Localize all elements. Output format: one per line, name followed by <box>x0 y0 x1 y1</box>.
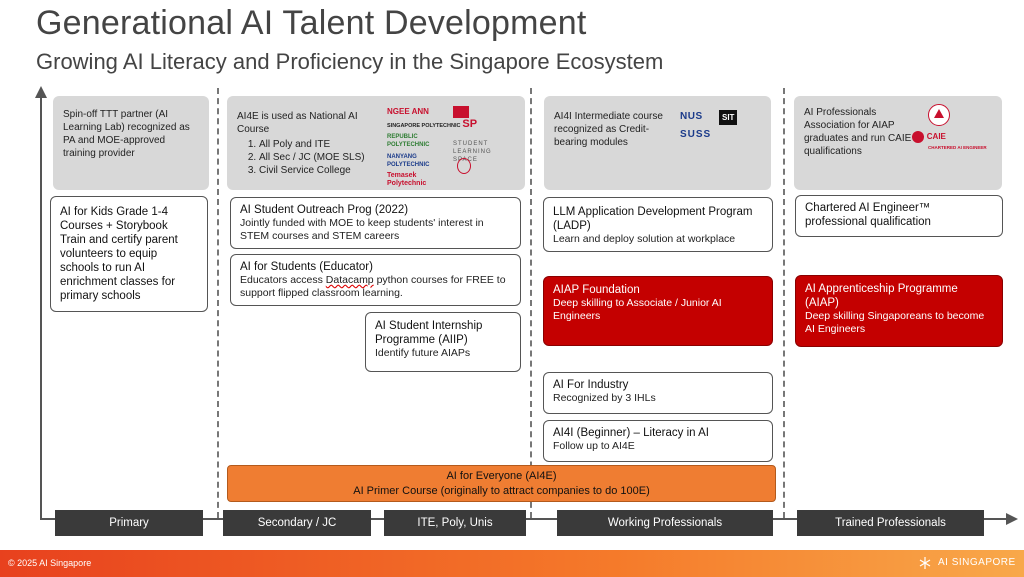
program-title: AI for Students (Educator) <box>240 261 373 273</box>
stage-secondary-jc: Secondary / JC <box>223 510 371 536</box>
program-title: AI Student Outreach Prog (2022) <box>240 204 409 216</box>
program-title: AI for Kids Grade 1-4 Courses + Storyboo… <box>60 206 169 232</box>
partner-text-trained: AI Professionals Association for AIAP gr… <box>804 107 912 157</box>
program-desc: Identify future AIAPs <box>375 347 471 359</box>
column-divider <box>217 88 219 518</box>
partner-panel-working: AI4I Intermediate course recognized as C… <box>544 96 771 190</box>
column-divider <box>530 88 532 518</box>
partner-text-primary: Spin-off TTT partner (AI Learning Lab) r… <box>63 109 190 159</box>
datacamp-link[interactable]: Datacamp <box>325 274 374 286</box>
program-ai-for-industry[interactable]: AI For Industry Recognized by 3 IHLs <box>543 372 773 414</box>
program-ai-for-everyone[interactable]: AI for Everyone (AI4E) AI Primer Course … <box>227 465 776 502</box>
footer-copyright: © 2025 AI Singapore <box>8 558 92 568</box>
program-aiap[interactable]: AI Apprenticeship Programme (AIAP) Deep … <box>795 275 1003 347</box>
ite-logo-icon <box>453 106 469 118</box>
program-desc: Jointly funded with MOE to keep students… <box>240 217 484 242</box>
republic-poly-logo: REPUBLIC POLYTECHNIC <box>387 134 430 148</box>
footer-bar <box>0 550 1024 577</box>
stage-primary: Primary <box>55 510 203 536</box>
aipa-logo-icon <box>928 104 950 126</box>
program-desc: Recognized by 3 IHLs <box>553 392 656 404</box>
suss-logo: SUSS <box>680 129 712 140</box>
program-ai-student-internship[interactable]: AI Student Internship Programme (AIIP) I… <box>365 312 521 372</box>
temasek-poly-logo: Temasek Polytechnic <box>387 172 427 187</box>
program-desc: Deep skilling to Associate / Junior AI E… <box>553 297 722 322</box>
program-aiap-foundation[interactable]: AIAP Foundation Deep skilling to Associa… <box>543 276 773 346</box>
sit-logo: SIT <box>719 110 738 125</box>
page-title: Generational AI Talent Development <box>36 4 587 42</box>
program-title: AI Student Internship Programme (AIIP) <box>375 320 483 346</box>
program-title: LLM Application Development Program (LAD… <box>553 206 753 232</box>
program-ai-student-outreach[interactable]: AI Student Outreach Prog (2022) Jointly … <box>230 197 521 249</box>
program-desc: Learn and deploy solution at workplace <box>553 233 736 245</box>
partner-panel-trained: AI Professionals Association for AIAP gr… <box>794 96 1002 190</box>
program-ladp[interactable]: LLM Application Development Program (LAD… <box>543 197 773 252</box>
program-chartered-ai-engineer[interactable]: Chartered AI Engineer™ professional qual… <box>795 195 1003 237</box>
partner-list-item: All Sec / JC (MOE SLS) <box>259 151 377 164</box>
caie-badge-icon <box>912 130 924 143</box>
partner-list-item: Civil Service College <box>259 164 377 177</box>
program-title: AI Apprenticeship Programme (AIAP) <box>805 283 958 309</box>
page-subtitle: Growing AI Literacy and Proficiency in t… <box>36 49 664 74</box>
ai-singapore-logo-icon <box>919 557 931 569</box>
partner-list-secondary: All Poly and ITE All Sec / JC (MOE SLS) … <box>237 138 377 177</box>
program-title: Chartered AI Engineer™ professional qual… <box>805 202 931 228</box>
caie-logo: CAIE CHARTERED AI ENGINEER <box>912 130 987 154</box>
nanyang-poly-logo: NANYANG POLYTECHNIC <box>387 154 430 168</box>
program-title: AI for Everyone (AI4E) <box>446 470 557 482</box>
partner-list-item: All Poly and ITE <box>259 138 377 151</box>
program-ai-for-kids[interactable]: AI for Kids Grade 1-4 Courses + Storyboo… <box>50 196 208 312</box>
vertical-axis <box>40 96 42 520</box>
vertical-axis-arrow-icon <box>35 86 47 98</box>
program-title: AIAP Foundation <box>553 284 640 296</box>
sp-logo: SINGAPORE POLYTECHNIC SP <box>387 118 478 130</box>
program-desc: Train and certify parent volunteers to e… <box>60 234 178 302</box>
partner-panel-secondary: AI4E is used as National AI Course All P… <box>227 96 525 190</box>
program-desc: AI Primer Course (originally to attract … <box>353 485 650 497</box>
program-desc: Educators access Datacamp python courses… <box>240 274 506 299</box>
program-desc: Follow up to AI4E <box>553 440 635 452</box>
program-ai4i-beginner[interactable]: AI4I (Beginner) – Literacy in AI Follow … <box>543 420 773 462</box>
program-title: AI4I (Beginner) – Literacy in AI <box>553 427 709 439</box>
program-ai-for-students[interactable]: AI for Students (Educator) Educators acc… <box>230 254 521 306</box>
nus-logo: NUS <box>680 111 703 122</box>
footer-brand: AI SINGAPORE <box>938 557 1016 568</box>
csc-logo-icon <box>457 158 471 174</box>
ngee-ann-logo: NGEE ANN <box>387 107 429 116</box>
stage-ite-poly-unis: ITE, Poly, Unis <box>384 510 526 536</box>
program-title: AI For Industry <box>553 379 629 391</box>
partner-panel-primary: Spin-off TTT partner (AI Learning Lab) r… <box>53 96 209 190</box>
partner-intro-secondary: AI4E is used as National AI Course <box>237 111 358 135</box>
program-desc: Deep skilling Singaporeans to become AI … <box>805 310 985 335</box>
partner-text-working: AI4I Intermediate course recognized as C… <box>554 111 663 148</box>
stage-trained-professionals: Trained Professionals <box>797 510 984 536</box>
polytechnic-logos: NGEE ANN SINGAPORE POLYTECHNIC SP REPUBL… <box>387 107 478 188</box>
horizontal-axis-arrow-icon <box>1006 513 1018 525</box>
stage-working-professionals: Working Professionals <box>557 510 773 536</box>
column-divider <box>783 88 785 518</box>
